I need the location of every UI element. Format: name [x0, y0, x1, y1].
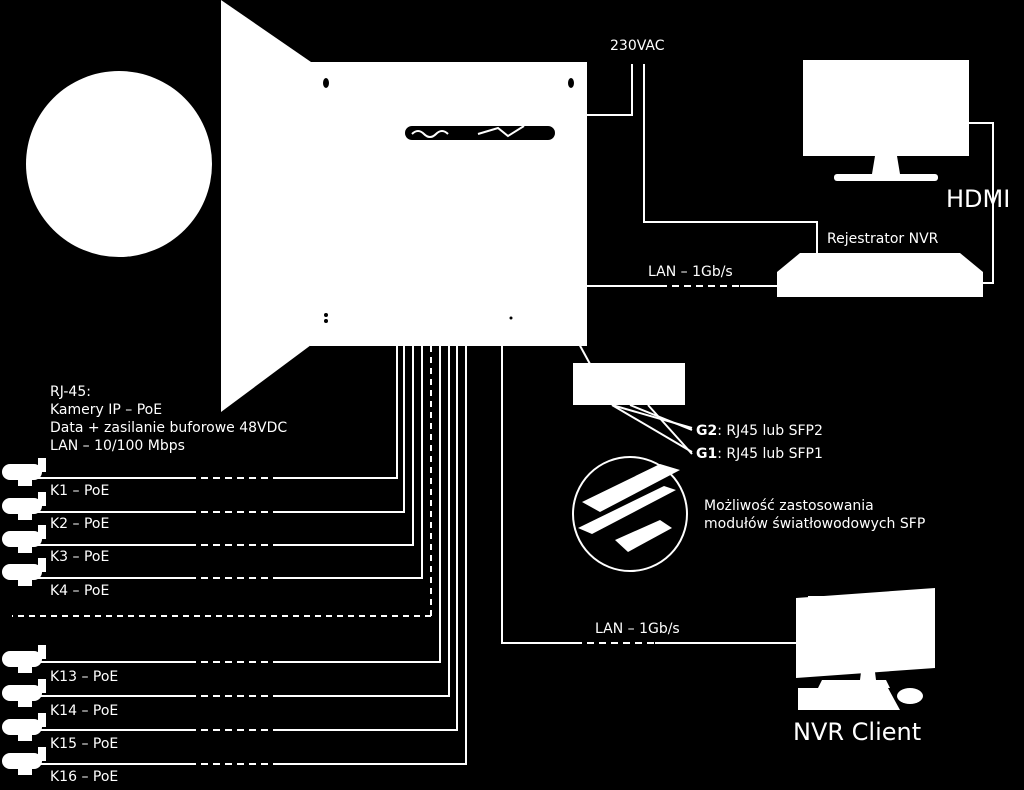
sfp-note-line-2: modułów światłowodowych SFP [704, 516, 926, 532]
lan-client-label: LAN – 1Gb/s [595, 621, 680, 637]
camera-label: K14 – PoE [50, 703, 119, 719]
camera-label: K13 – PoE [50, 669, 119, 685]
sfp-module-icon [578, 464, 680, 552]
lan-client-line [501, 346, 800, 644]
client-label: NVR Client [793, 718, 922, 746]
camera-icon [2, 558, 46, 586]
power-line [587, 64, 818, 253]
sfp-note-line-1: Możliwość zastosowania [704, 498, 874, 514]
camera-label: K15 – PoE [50, 736, 119, 752]
enclosure-door [221, 0, 311, 412]
camera-label: K16 – PoE [50, 769, 119, 785]
nvr-recorder-label: Rejestrator NVR [827, 231, 939, 247]
camera-icon [2, 679, 46, 707]
camera-icon [2, 747, 46, 775]
enclosure-body [310, 62, 587, 346]
client-computer-icon [796, 588, 935, 710]
hdmi-label: HDMI [946, 185, 1011, 213]
rj45-line-3: LAN – 10/100 Mbps [50, 438, 185, 454]
g2-label: G2: RJ45 lub SFP2 [696, 423, 823, 439]
g1-label: G1: RJ45 lub SFP1 [696, 446, 823, 462]
lan-nvr-label: LAN – 1Gb/s [648, 264, 733, 280]
monitor-icon [803, 60, 969, 181]
camera-label: K4 – PoE [50, 583, 110, 599]
camera-icon [2, 525, 46, 553]
g2-text: : RJ45 lub SFP2 [717, 423, 823, 439]
enclosure-label-strokes [411, 125, 525, 138]
hdmi-cable [969, 122, 994, 284]
camera-icons [2, 458, 46, 775]
camera-label: K1 – PoE [50, 483, 110, 499]
camera-label: K3 – PoE [50, 549, 110, 565]
camera-icon [2, 458, 46, 486]
sfp-pointer-lines [611, 404, 693, 455]
camera-icon [2, 645, 46, 673]
camera-cables [12, 346, 467, 765]
rj45-line-1: Kamery IP – PoE [50, 402, 163, 418]
round-element [26, 71, 212, 257]
camera-icon [2, 713, 46, 741]
switch-link [577, 341, 591, 365]
g1-bold: G1 [696, 446, 718, 462]
rj45-line-2: Data + zasilanie buforowe 48VDC [50, 420, 288, 436]
nvr-recorder-icon [777, 253, 983, 297]
rj45-title: RJ-45: [50, 384, 91, 400]
power-supply-label: 230VAC [610, 38, 665, 54]
camera-label: K2 – PoE [50, 516, 110, 532]
g1-text: : RJ45 lub SFP1 [717, 446, 823, 462]
g2-bold: G2 [696, 423, 718, 439]
port-module-icon [573, 363, 685, 405]
camera-icon [2, 492, 46, 520]
